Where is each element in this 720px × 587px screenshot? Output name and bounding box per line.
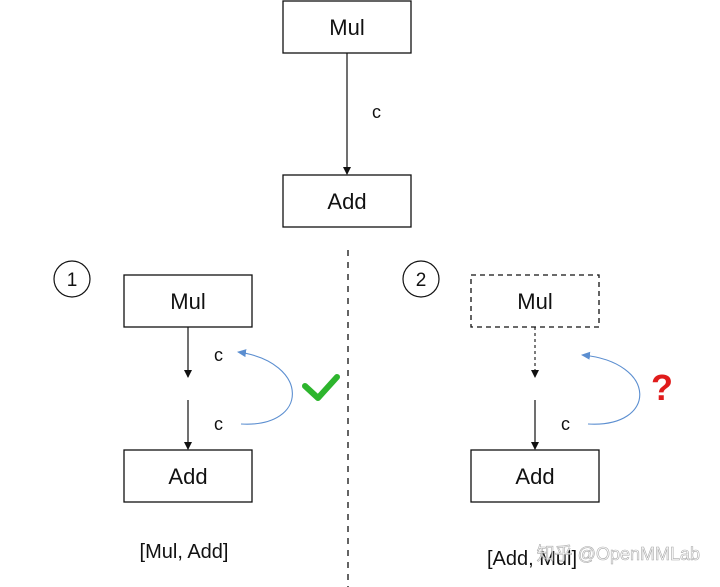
case-2-add-node bbox=[470, 449, 600, 503]
case-1-number: 1 bbox=[67, 270, 78, 291]
case-2-mul-label: Mul bbox=[517, 289, 552, 314]
case-2-caption: [Add, Mul] bbox=[487, 548, 577, 570]
top-add-node bbox=[282, 174, 412, 228]
top-mul-node bbox=[282, 0, 412, 54]
case-1-caption: [Mul, Add] bbox=[140, 541, 229, 563]
check-icon bbox=[302, 374, 340, 401]
question-mark-icon: ? bbox=[651, 367, 673, 408]
case-1: 1 Mul c c Add [Mul, Add] bbox=[53, 260, 340, 563]
case-1-mul-label: Mul bbox=[170, 289, 205, 314]
case-2-add-label: Add bbox=[515, 464, 554, 489]
case-1-add-label: Add bbox=[168, 464, 207, 489]
case-2-reorder-curve bbox=[581, 351, 641, 425]
case-1-add-node bbox=[123, 449, 253, 503]
case-2-number: 2 bbox=[416, 270, 427, 291]
case-1-mul-node bbox=[123, 274, 253, 328]
case-1-edge-top-label: c bbox=[214, 345, 223, 365]
case-2-number-circle bbox=[402, 260, 440, 298]
top-graph: Mul c Add bbox=[282, 0, 412, 228]
top-add-label: Add bbox=[327, 189, 366, 214]
case-2: 2 Mul c ? Add [Add, Mul] bbox=[402, 260, 673, 570]
case-2-mul-node-dashed bbox=[470, 274, 600, 328]
case-1-edge-bottom-label: c bbox=[214, 414, 223, 434]
watermark: 知乎 @OpenMMLab bbox=[537, 544, 700, 564]
top-edge-label: c bbox=[372, 102, 381, 122]
top-mul-label: Mul bbox=[329, 15, 364, 40]
case-2-edge-bottom-label: c bbox=[561, 414, 570, 434]
case-1-number-circle bbox=[53, 260, 91, 298]
case-1-reorder-curve bbox=[237, 349, 293, 425]
